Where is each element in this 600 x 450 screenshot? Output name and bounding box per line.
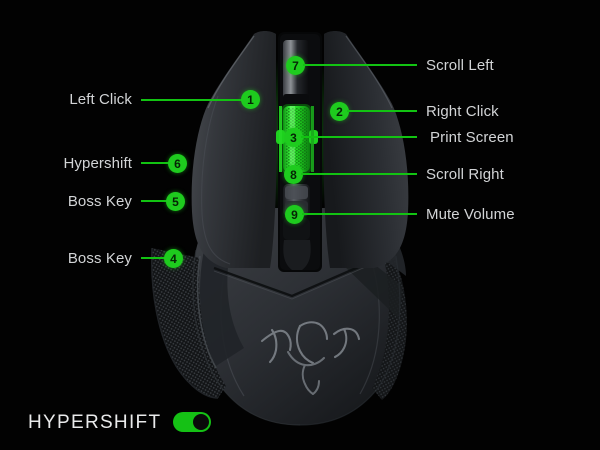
toggle-knob xyxy=(193,414,210,430)
badge-6[interactable]: 6 xyxy=(168,154,187,173)
hypershift-label: HYPERSHIFT xyxy=(28,411,162,433)
callout-label-print-screen: Print Screen xyxy=(430,129,514,146)
left-click-button[interactable] xyxy=(191,31,277,268)
badge-4[interactable]: 4 xyxy=(164,249,183,268)
callout-label-left-click: Left Click xyxy=(69,91,132,108)
callout-label-right-click: Right Click xyxy=(426,103,499,120)
mouse-palm-rest xyxy=(193,208,400,425)
callout-label-mute-volume: Mute Volume xyxy=(426,206,515,223)
hypershift-toggle-switch[interactable] xyxy=(173,412,212,432)
callout-label-boss-key-4: Boss Key xyxy=(67,250,132,267)
badge-7[interactable]: 7 xyxy=(286,56,305,75)
badge-5[interactable]: 5 xyxy=(166,192,185,211)
leader-line-print-screen xyxy=(301,136,417,138)
badge-3[interactable]: 3 xyxy=(284,128,303,147)
badge-2[interactable]: 2 xyxy=(330,102,349,121)
right-click-button[interactable] xyxy=(323,31,409,268)
hypershift-toggle-bar[interactable]: HYPERSHIFT xyxy=(28,411,212,433)
leader-line-scroll-left xyxy=(303,64,417,66)
leader-line-left-click xyxy=(141,99,242,101)
badge-9[interactable]: 9 xyxy=(285,205,304,224)
callout-label-boss-key-5: Boss Key xyxy=(67,193,132,210)
leader-line-boss-key-5 xyxy=(141,200,176,202)
callout-label-scroll-right: Scroll Right xyxy=(426,166,504,183)
right-side-grip xyxy=(372,246,407,400)
leader-line-boss-key-4 xyxy=(141,257,174,259)
callout-label-hypershift: Hypershift xyxy=(63,155,132,172)
left-side-grip xyxy=(151,248,226,398)
razer-logo xyxy=(260,321,361,395)
leader-line-mute-volume xyxy=(302,213,417,215)
leader-line-right-click xyxy=(347,110,417,112)
badge-8[interactable]: 8 xyxy=(284,165,303,184)
leader-line-hypershift xyxy=(141,162,178,164)
callout-label-scroll-left: Scroll Left xyxy=(426,57,494,74)
badge-1[interactable]: 1 xyxy=(241,90,260,109)
leader-line-scroll-right xyxy=(301,173,417,175)
